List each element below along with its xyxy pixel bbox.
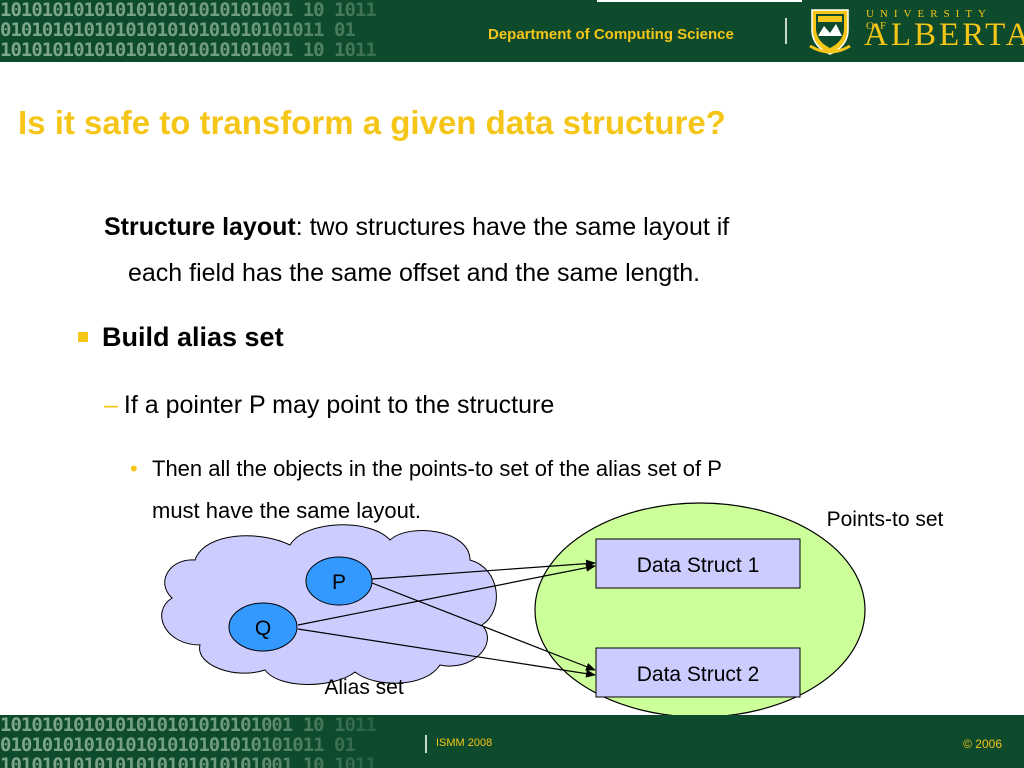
definition-line-2: each field has the same offset and the s… [128,259,701,287]
points-to-set-label: Points-to set [827,508,944,531]
node-q-label: Q [255,617,271,640]
dash-bullet-icon: – [104,391,118,419]
data-struct-2-box [595,647,801,698]
slide-title: Is it safe to transform a given data str… [18,104,726,141]
bullet-level-1: Build alias set [78,322,284,353]
alias-set-label: Alias set [324,676,404,699]
definition-paragraph: Structure layout: two structures have th… [104,204,924,296]
footer-bar: 1010101010101010101010101001 10 1011 010… [0,715,1024,768]
bullet-level-2-text: If a pointer P may point to the structur… [123,391,555,419]
node-p [305,556,373,606]
bullet-level-1-text: Build alias set [102,322,284,352]
university-crest-icon [809,9,851,55]
footer-copyright: © 2006 [963,737,1002,751]
data-struct-1-label: Data Struct 1 [637,554,760,577]
university-label: UNIVERSITY OF [866,8,992,32]
binary-pattern: 1010101010101010101010101001 10 1011 010… [0,0,377,61]
alias-set-cloud [161,524,497,685]
header-divider [785,18,787,44]
dot-bullet-icon: • [130,456,138,481]
arrow-p-to-struct2 [371,582,596,671]
data-struct-2-label: Data Struct 2 [637,663,760,686]
arrow-p-to-struct1 [371,559,596,580]
department-name: Department of Computing Science [488,26,734,43]
arrow-q-to-struct2 [297,628,596,678]
bullet-level-3-line-2: must have the same layout. [152,498,422,523]
bullet-level-3: • Then all the objects in the points-to s… [130,448,910,532]
bullet-level-2: –If a pointer P may point to the structu… [104,391,554,420]
node-p-label: P [332,571,346,594]
footer-conference: ISMM 2008 [436,737,493,749]
bullet-level-3-line-1: Then all the objects in the points-to se… [152,456,722,481]
header-strip [597,0,802,2]
definition-line-1: : two structures have the same layout if [295,213,730,241]
arrow-q-to-struct1 [297,563,596,626]
data-struct-1-box [595,538,801,589]
university-name: ALBERTA [864,17,1024,53]
footer-binary-pattern: 1010101010101010101010101001 10 1011 010… [0,715,377,768]
definition-term: Structure layout [104,213,296,241]
header-bar: 1010101010101010101010101001 10 1011 010… [0,0,1024,62]
footer-divider [425,735,427,753]
node-q [228,602,298,652]
square-bullet-icon [78,332,88,342]
